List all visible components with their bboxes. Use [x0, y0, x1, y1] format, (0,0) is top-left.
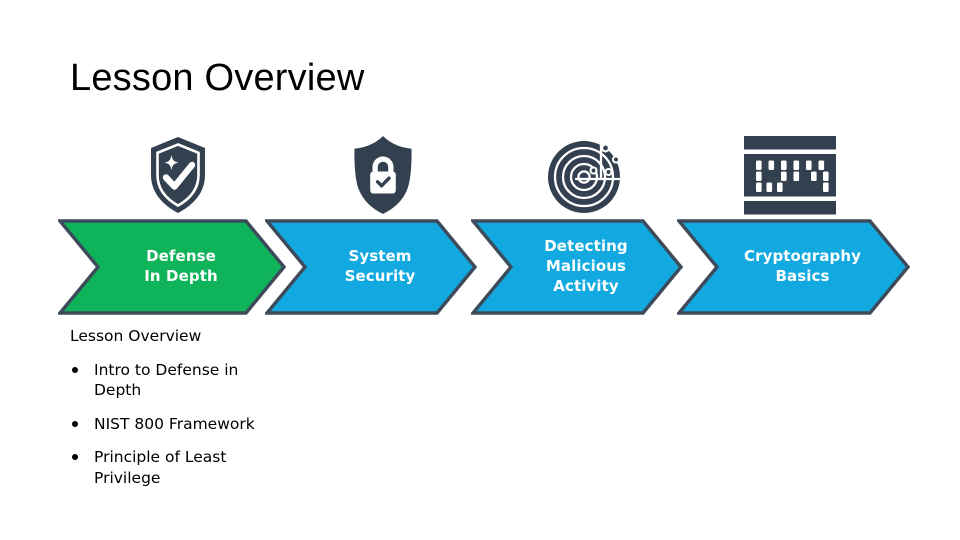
lesson-content-block: Lesson Overview Intro to Defense in Dept… — [68, 326, 368, 488]
page-title: Lesson Overview — [70, 57, 365, 99]
list-item: Intro to Defense in Depth — [68, 360, 284, 401]
bullet-dot-icon — [72, 420, 78, 427]
chevron-step-detecting-malicious-activity[interactable]: Detecting Malicious Activity — [471, 219, 683, 315]
list-item-label: Principle of Least Privilege — [94, 448, 227, 487]
process-chevron-band: Defense In Depth System Security Detecti… — [58, 219, 910, 315]
content-heading: Lesson Overview — [70, 327, 202, 345]
process-icon-row — [58, 132, 908, 218]
shield-lock-icon — [323, 132, 443, 218]
list-item: Principle of Least Privilege — [68, 447, 284, 488]
lesson-bullet-list: Intro to Defense in Depth NIST 800 Frame… — [68, 360, 368, 488]
shield-check-sparkle-icon — [118, 132, 238, 218]
chevron-step-cryptography-basics[interactable]: Cryptography Basics — [677, 219, 910, 315]
punch-card-cipher-icon — [730, 132, 850, 218]
chevron-step-defense-in-depth[interactable]: Defense In Depth — [58, 219, 286, 315]
list-item-label: Intro to Defense in Depth — [94, 360, 239, 400]
bullet-dot-icon — [72, 454, 78, 461]
list-item-label: NIST 800 Framework — [94, 414, 255, 433]
radar-scope-icon — [526, 132, 646, 218]
bullet-dot-icon — [72, 366, 78, 373]
list-item: NIST 800 Framework — [68, 414, 284, 434]
chevron-step-system-security[interactable]: System Security — [265, 219, 477, 315]
